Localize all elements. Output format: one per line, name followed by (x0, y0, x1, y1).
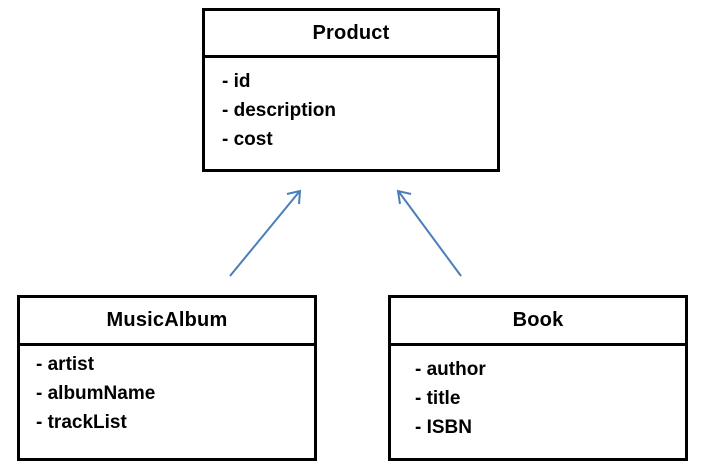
attribute-title: - title (415, 388, 461, 409)
class-musicalbum-name: MusicAlbum (20, 298, 314, 346)
class-book: Book - author - title - ISBN (388, 295, 688, 461)
class-product: Product - id - description - cost (202, 8, 500, 172)
class-musicalbum: MusicAlbum - artist - albumName - trackL… (17, 295, 317, 461)
attribute-author: - author (415, 359, 486, 380)
attribute-isbn: - ISBN (415, 417, 472, 438)
class-book-attributes: - author - title - ISBN (391, 346, 685, 442)
attribute-albumname: - albumName (36, 383, 156, 404)
class-product-attributes: - id - description - cost (205, 58, 497, 154)
arrow-book-to-product (396, 189, 462, 277)
attribute-description: - description (222, 100, 337, 121)
class-product-name: Product (205, 11, 497, 58)
attribute-id: - id (222, 71, 251, 92)
attribute-tracklist: - trackList (36, 412, 127, 433)
attribute-cost: - cost (222, 129, 273, 150)
attribute-artist: - artist (36, 354, 95, 375)
arrow-musicalbum-to-product (229, 189, 302, 277)
class-book-name: Book (391, 298, 685, 346)
class-musicalbum-attributes: - artist - albumName - trackList (20, 346, 314, 437)
